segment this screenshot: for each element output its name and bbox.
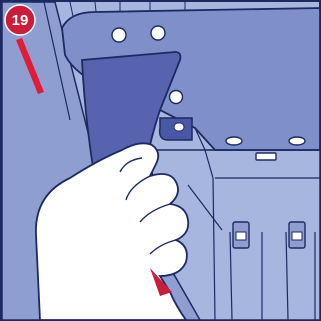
shell-hole bbox=[151, 26, 165, 40]
shell-hole bbox=[112, 28, 126, 42]
shell-slot bbox=[289, 137, 305, 145]
base-latch-clip-left bbox=[233, 222, 249, 248]
step-number: 19 bbox=[12, 12, 29, 29]
step-badge: 19 bbox=[5, 5, 35, 35]
buckle-hook bbox=[160, 118, 192, 140]
base-latch-clip-right bbox=[289, 222, 305, 248]
shell-hole bbox=[170, 91, 183, 104]
shell-slot bbox=[226, 137, 242, 145]
shell-slot-rect bbox=[256, 153, 276, 160]
